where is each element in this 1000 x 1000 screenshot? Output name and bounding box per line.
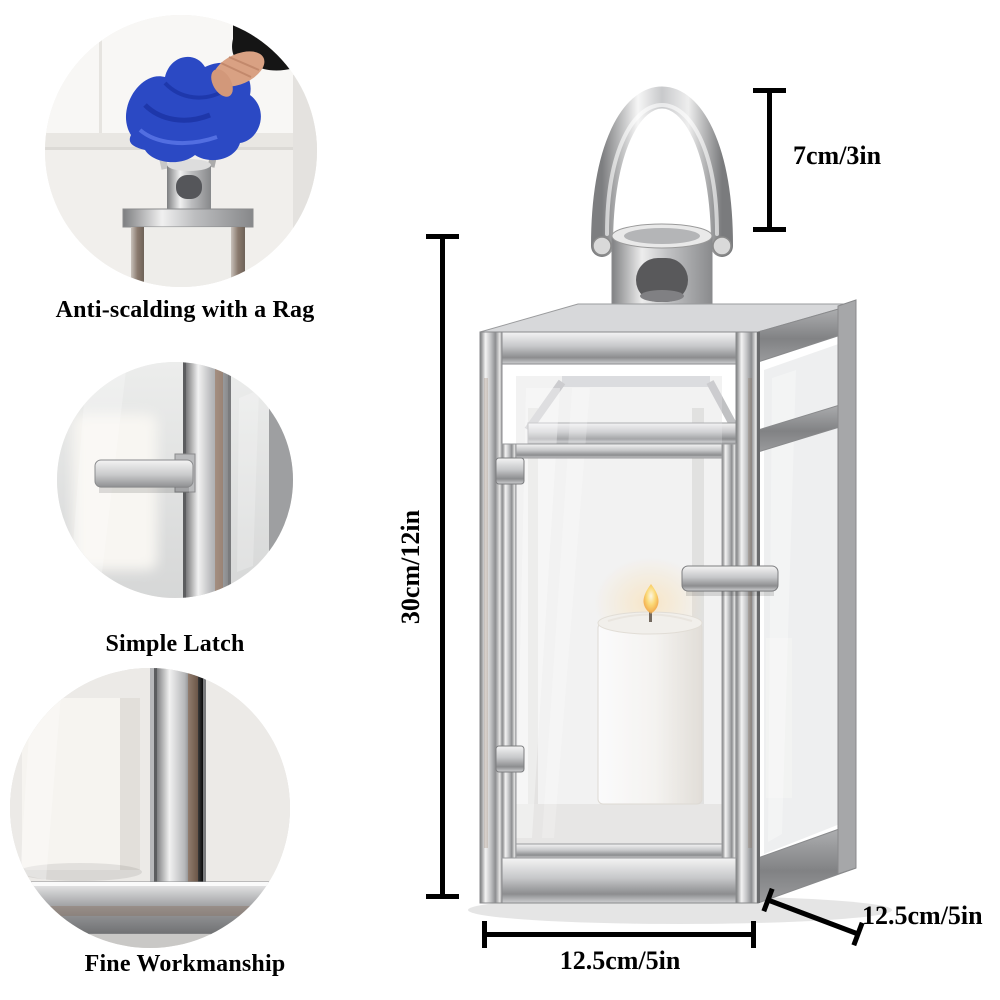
dimension-label-base-width: 12.5cm/5in [559, 946, 681, 975]
lantern-handle [591, 86, 733, 257]
front-frame [479, 331, 760, 904]
lantern-graphic [468, 86, 892, 924]
candle [594, 557, 706, 805]
feature-photo-simple-latch [57, 362, 293, 598]
inner-roof-frame [524, 376, 740, 444]
workmanship-photo-graphic [10, 668, 290, 948]
flame [643, 584, 659, 614]
candle-closeup [18, 698, 142, 881]
feature-photo-anti-scalding [45, 15, 317, 287]
feature-label-anti-scalding: Anti-scalding with a Rag [55, 297, 315, 323]
lantern-product-photo [430, 78, 900, 958]
dimension-label-body-height: 30cm/12in [396, 509, 425, 625]
feature-label-fine-workmanship: Fine Workmanship [84, 951, 286, 977]
wick [649, 610, 652, 622]
lantern-top-in-photo [122, 130, 254, 287]
door-latch [681, 565, 779, 596]
anti-scalding-photo-graphic [45, 15, 317, 287]
feature-label-simple-latch: Simple Latch [105, 631, 245, 657]
blurred-candle-background [73, 414, 157, 570]
side-frame [757, 299, 857, 904]
latch-photo-graphic [57, 362, 293, 598]
dimension-label-handle-height: 7cm/3in [793, 141, 882, 170]
dimension-label-base-depth: 12.5cm/5in [862, 901, 983, 930]
lantern-interior-side [764, 340, 850, 854]
feature-photo-fine-workmanship [10, 668, 290, 948]
door-hinges [495, 457, 525, 773]
latch-tab [94, 453, 196, 493]
